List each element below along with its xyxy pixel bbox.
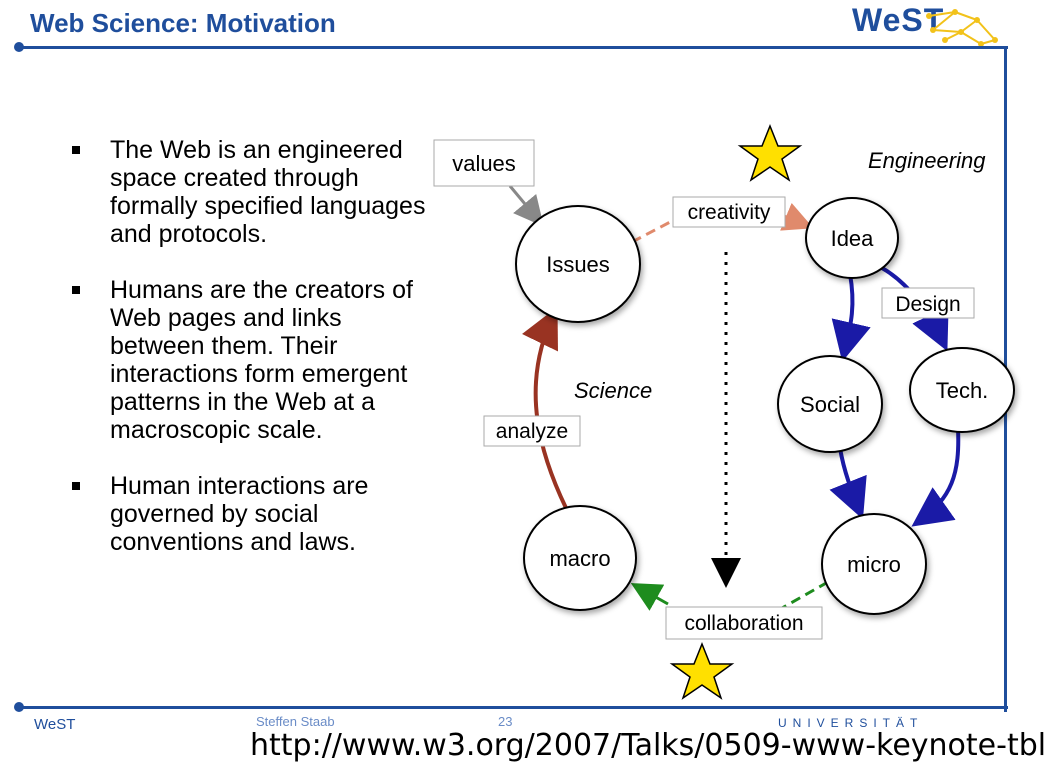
svg-text:creativity: creativity [688,201,771,224]
svg-text:collaboration: collaboration [684,612,803,635]
svg-text:micro: micro [847,552,901,577]
bullet-item: The Web is an engineered space created t… [72,136,432,248]
node-issues: Issues [515,205,641,323]
node-tech: Tech. [909,347,1015,433]
bullet-text: Humans are the creators of Web pages and… [110,276,413,444]
square-bullet-icon [72,286,80,294]
footer-author: Steffen Staab [256,714,335,729]
values-arrow [508,185,544,227]
square-bullet-icon [72,482,80,490]
creativity-arrow [780,202,814,231]
label-values: values [433,139,535,187]
node-social: Social [777,355,883,453]
svg-text:Design: Design [895,293,960,316]
title-divider [18,46,1008,49]
bullet-item: Human interactions are governed by socia… [72,472,432,556]
svg-text:Issues: Issues [546,252,610,277]
social-micro-arrow [829,447,867,520]
bullet-item: Humans are the creators of Web pages and… [72,276,432,444]
label-design: Design [881,287,975,319]
slide-title: Web Science: Motivation [30,8,336,38]
label-science: Science [574,378,652,403]
footer-university: UNIVERSITÄT [778,716,924,730]
idea-social-arrow [831,273,871,362]
svg-text:Idea: Idea [831,226,875,251]
footer-dot-left [14,702,24,712]
svg-text:macro: macro [549,546,610,571]
label-engineering: Engineering [868,148,986,173]
svg-text:values: values [452,151,516,176]
creativity-dash-left [631,218,675,244]
web-science-cycle-diagram: Issues Idea Social Tech. macro micro val… [433,123,1015,700]
analyze-arrow [522,306,568,509]
star-icon [669,641,735,700]
node-micro: micro [821,513,927,615]
divider-dot-left [14,42,24,52]
network-star-icon [926,9,998,47]
footer-brand: WeST [34,716,76,733]
star-icon [737,123,803,182]
footer-page-number: 23 [498,714,513,729]
svg-text:Tech.: Tech. [936,378,989,403]
square-bullet-icon [72,146,80,154]
collaboration-dash-right [781,580,829,610]
bullet-text: The Web is an engineered space created t… [110,136,426,248]
tech-micro-arrow [911,427,961,527]
svg-text:Social: Social [800,392,860,417]
west-logo: WeST [852,2,945,38]
source-url[interactable]: http://www.w3.org/2007/Talks/0509-www-ke… [246,728,1050,763]
node-idea: Idea [805,197,899,279]
footer-divider [18,706,1008,709]
node-macro: macro [523,505,637,611]
label-creativity: creativity [672,196,786,228]
svg-text:analyze: analyze [496,420,568,443]
bullet-list: The Web is an engineered space created t… [72,136,432,584]
collaboration-arrow [630,583,669,611]
label-collaboration: collaboration [665,606,823,640]
bullet-text: Human interactions are governed by socia… [110,472,369,556]
label-analyze: analyze [483,415,581,447]
